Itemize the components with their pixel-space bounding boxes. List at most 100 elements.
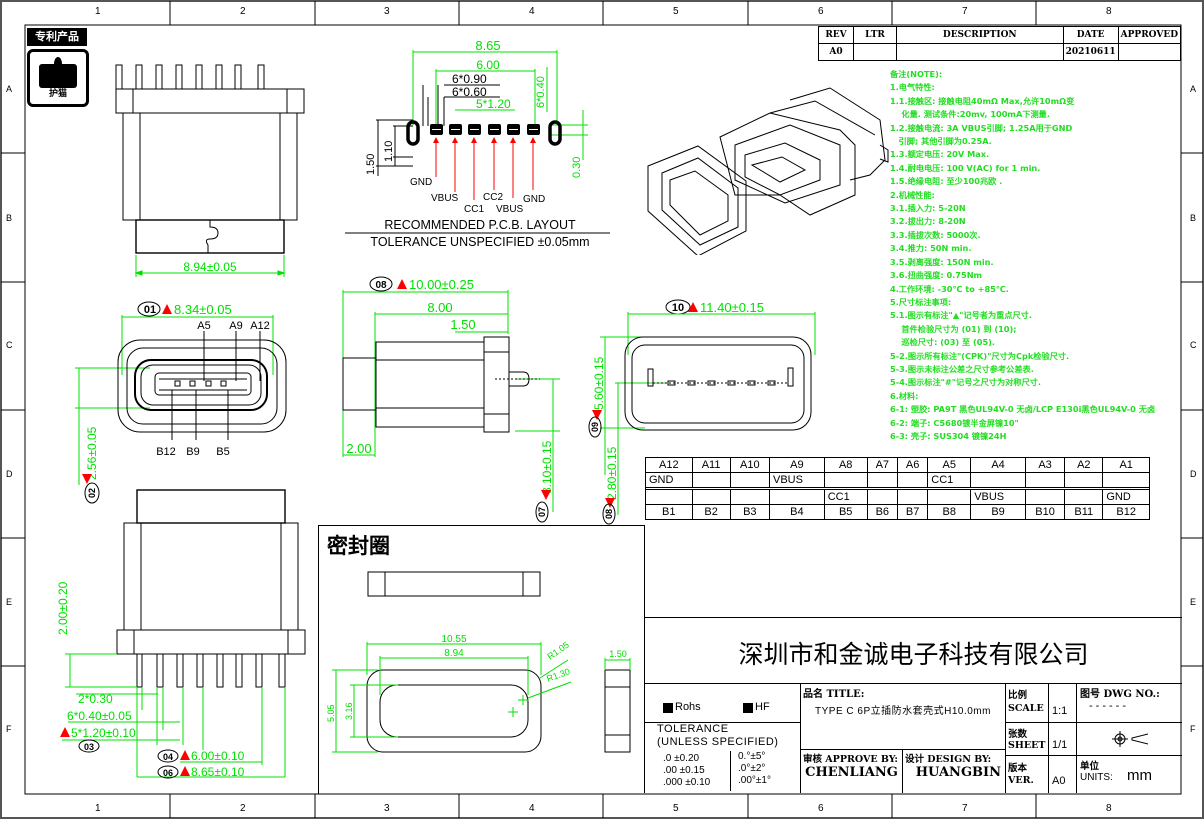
angular-tolerances: 0.°±5° .0°±2° .00°±1° xyxy=(738,751,771,787)
col-label: 8 xyxy=(1106,803,1112,814)
pcb-pad-height-dim: 6*0.40 xyxy=(535,76,547,108)
pin-number-cell: B9 xyxy=(970,504,1026,520)
bottom-overall-tag: 06 xyxy=(163,768,173,778)
pin-number-cell: B12 xyxy=(1102,504,1150,520)
end-width-dim: 11.40±0.15 xyxy=(700,300,764,315)
scale-label: SCALE xyxy=(1008,703,1044,714)
pcb-layout-tolerance: TOLERANCE UNSPECIFIED ±0.05mm xyxy=(370,235,589,249)
note-line: 6.材料: xyxy=(890,390,919,401)
side-flange-dim: 1.50 xyxy=(450,317,475,332)
pin-number-cell: A1 xyxy=(1102,457,1150,473)
side-view: 08 10.00±0.25 8.00 1.50 2.00 3.10±0.15 0… xyxy=(342,276,560,523)
col-label: 6 xyxy=(818,803,824,814)
row-label: F xyxy=(1190,724,1196,734)
side-pin-height-dim: 3.10±0.15 xyxy=(540,440,554,494)
ltr-cell xyxy=(853,43,897,61)
projection-symbol-icon xyxy=(1112,731,1149,747)
linear-tolerance: .00 ±0.15 xyxy=(663,765,705,776)
seal-outer-width-dim: 10.55 xyxy=(441,634,466,645)
pin-number-cell: B1 xyxy=(645,504,693,520)
pin-signal-cell: VBUS xyxy=(970,489,1026,505)
pcb-pitch-dim: 5*1.20 xyxy=(476,97,511,111)
col-label: 7 xyxy=(962,803,968,814)
pin-signal-cell xyxy=(645,489,693,505)
sheet-label: SHEET xyxy=(1008,740,1046,751)
row-label: E xyxy=(1190,597,1197,607)
pin-signal-cell xyxy=(1024,472,1066,488)
row-label: A xyxy=(6,84,13,94)
end-center-dim: 2.80±0.15 xyxy=(605,446,619,500)
front-pin-label-bottom: B5 xyxy=(216,446,229,458)
pin-signal-cell xyxy=(927,489,972,505)
row-label: F xyxy=(6,724,12,734)
scale-value: 1:1 xyxy=(1052,705,1068,717)
sheet-value: 1/1 xyxy=(1052,739,1068,751)
revision-header-row: REV LTR DESCRIPTION DATE APPROVED xyxy=(818,26,1182,44)
pin-signal-cell xyxy=(896,489,929,505)
revision-row: A0 20210611 xyxy=(818,43,1182,61)
note-line: 1.4.耐电电压: 100 V(AC) for 1 min. xyxy=(890,162,1041,173)
pin-signal-cell xyxy=(970,472,1026,488)
bottom-pitch-dim: 5*1.20±0.10 xyxy=(71,726,136,740)
pin-signal-cell: GND xyxy=(645,472,693,488)
end-height-dim: 5.60±0.15 xyxy=(592,356,606,410)
front-pin-label-top: A9 xyxy=(229,320,242,332)
pcb-pin-label: CC2 xyxy=(483,192,503,203)
seal-outer-radius-dim: R1.05 xyxy=(545,640,570,662)
pin-number-cell: A2 xyxy=(1064,457,1104,473)
pin-signal-cell xyxy=(769,489,825,505)
note-line: 5.1.图示有标注"▲"记号者为重点尺寸. xyxy=(890,310,1032,321)
company-name: 深圳市和金诚电子科技有限公司 xyxy=(738,640,1089,669)
top-view: 8.94±0.05 xyxy=(115,64,305,277)
col-label: 4 xyxy=(529,6,535,17)
title-block-top-border xyxy=(644,617,1182,618)
pcb-layout-title: RECOMMENDED P.C.B. LAYOUT xyxy=(384,218,576,232)
pcb-pin-label: CC1 xyxy=(464,204,484,215)
date-header: DATE xyxy=(1062,26,1119,44)
note-line: 3.6.扭曲强度: 0.75Nm xyxy=(890,270,983,281)
pin-number-cell: A11 xyxy=(691,457,731,473)
front-width-dim: 8.34±0.05 xyxy=(174,302,232,317)
col-label: 2 xyxy=(240,803,246,814)
units-label-cn: 单位 xyxy=(1080,761,1100,772)
ver-label-cell: 版本 VER. xyxy=(1006,756,1048,793)
pcb-h1-dim: 1.50 xyxy=(365,154,377,175)
side-length-dim: 10.00±0.25 xyxy=(409,277,474,292)
note-line: 备注(NOTE): xyxy=(890,69,943,79)
note-line: 3.2.拔出力: 8-20N xyxy=(890,216,966,227)
pin-signal-cell xyxy=(866,489,898,505)
note-line: 1.电气特性: xyxy=(890,82,935,93)
bottom-span-dim: 6.00±0.10 xyxy=(191,749,245,763)
note-line: 6-2: 端子: C5680镀半金屏镍10" xyxy=(890,417,1019,428)
pin-number-cell: B4 xyxy=(769,504,825,520)
units-value: mm xyxy=(1127,767,1152,784)
design-label: 设计 DESIGN BY: xyxy=(905,754,992,765)
pin-signal-cell xyxy=(1064,489,1104,505)
row-label: B xyxy=(1190,213,1197,223)
angular-tolerance: .0°±2° xyxy=(738,763,766,774)
sheet-label-cn: 张数 xyxy=(1008,729,1028,740)
ver-label: VER. xyxy=(1008,775,1034,786)
note-line: 5-4.图示标注"#"记号之尺寸为对称尺寸. xyxy=(890,377,1042,388)
side-pin-height-tag: 07 xyxy=(537,507,547,517)
bottom-pitch-tag: 03 xyxy=(84,742,94,752)
note-line: 巡检尺寸: (03) 至 (05). xyxy=(890,337,996,348)
pcb-pin-label: VBUS xyxy=(431,193,459,204)
row-label: C xyxy=(6,340,13,350)
units-label: UNITS: xyxy=(1080,772,1113,783)
bottom-span-tag: 04 xyxy=(163,752,173,762)
notes-block: 备注(NOTE):1.电气特性:1.1.接触区: 接触电阻40mΩ Max,允许… xyxy=(890,68,1155,443)
pin-signal-cell: CC1 xyxy=(927,472,972,488)
front-height-tag: 02 xyxy=(87,488,97,498)
dwg-label: 图号 DWG NO.: xyxy=(1080,689,1160,700)
pin-signal-cell xyxy=(1024,489,1066,505)
side-tip-dim: 2.00 xyxy=(346,441,371,456)
pin-signal-cell xyxy=(896,472,929,488)
col-label: 2 xyxy=(240,6,246,17)
end-center-tag: 08 xyxy=(604,509,614,519)
seal-inner-height-dim: 3.16 xyxy=(344,702,354,720)
scale-label-cell: 比例 SCALE xyxy=(1006,683,1048,723)
tolerance-title: TOLERANCE xyxy=(657,723,729,735)
